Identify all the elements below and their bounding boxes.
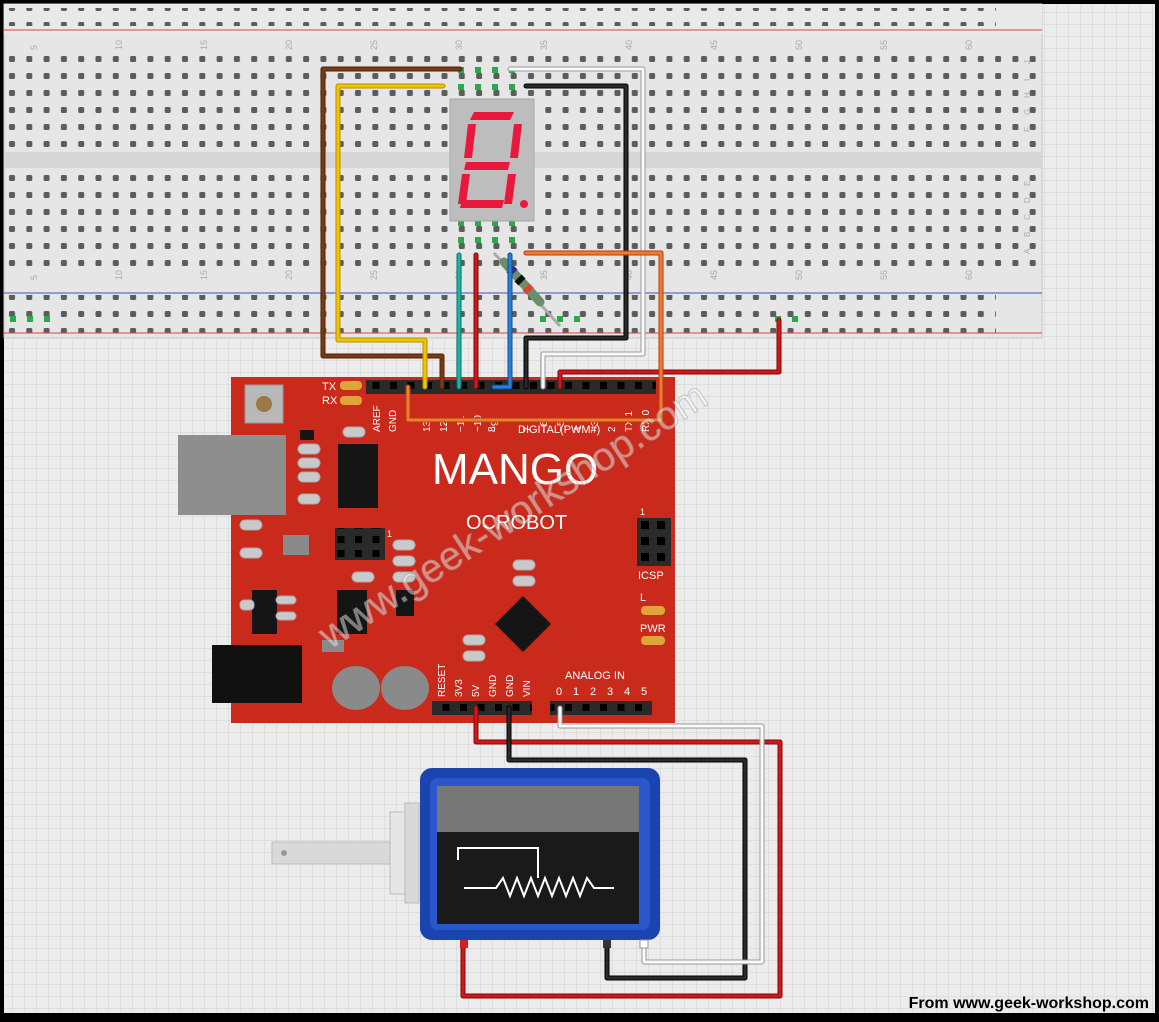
column-number: 60 [964,270,974,280]
column-number: 15 [199,40,209,50]
digital-pin-label: ~10 [473,415,484,432]
column-number: 45 [709,40,719,50]
board-brand: MANGO [432,445,598,494]
column-number: 25 [369,40,379,50]
digital-title: DIGITAL(PWM#) [518,424,600,436]
capacitor [332,666,380,710]
analog-pin-label: 3 [607,686,613,698]
digital-pin-label: 7 [522,426,533,432]
column-number: 10 [114,40,124,50]
row-letter: D [1023,197,1032,203]
digital-pin-label: 2 [607,426,618,432]
row-letter: A [1023,248,1032,254]
power-pin-label: VIN [522,680,533,697]
header-pin1: 1 [387,529,392,539]
power-pin-label: GND [505,675,516,697]
tx-label: TX [322,381,337,393]
analog-pin-label: 1 [573,686,579,698]
analog-pin-label: 4 [624,686,630,698]
led-l-label: L [640,592,646,604]
column-number: 40 [624,40,634,50]
row-letter: E [1023,181,1032,186]
power-pin-label: GND [488,675,499,697]
column-number: 15 [199,270,209,280]
column-number: 20 [284,270,294,280]
rx-label: RX [322,395,338,407]
column-number: 55 [879,40,889,50]
analog-pin-label: 0 [556,686,562,698]
column-number: 30 [454,40,464,50]
potentiometer [271,768,660,949]
digital-pin-label: 12 [439,420,450,432]
column-number: 40 [624,270,634,280]
power-pin-label: RESET [437,664,448,697]
column-number: 25 [369,270,379,280]
arduino-board: TX RX MANGO OCROBOT DIGITAL(PWM#) ANALOG… [178,377,675,723]
footer-credit: From www.geek-workshop.com [908,995,1149,1012]
digital-pin-label: ~11 [456,415,467,432]
board-model: OCROBOT [466,512,567,534]
icsp-pin1: 1 [640,507,645,517]
digital-pin-label: AREF [372,405,383,432]
analog-header [550,701,652,715]
power-pin-label: 5V [471,684,482,697]
usb-connector [178,435,286,515]
digital-pin-label: 8 [487,426,498,432]
column-number: 50 [794,270,804,280]
usb-chip [338,444,378,508]
column-number: 50 [794,40,804,50]
row-letter: I [1023,79,1032,81]
icsp-label: ICSP [638,570,664,582]
column-number: 35 [539,40,549,50]
segments-icon [458,112,528,208]
column-number: 20 [284,40,294,50]
capacitor [381,666,429,710]
analog-pin-label: 2 [590,686,596,698]
column-number: 45 [709,270,719,280]
row-letter: G [1023,109,1032,115]
digital-pin-label: 4 [573,426,584,432]
digital-pin-label: GND [388,410,399,432]
power-pin-label: 3V3 [454,679,465,697]
column-number: 55 [879,270,889,280]
led-pwr-label: PWR [640,623,666,635]
dc-jack [212,645,302,703]
analog-pin-label: 5 [641,686,647,698]
row-letter: B [1023,232,1032,237]
power-header [432,701,532,715]
wires [320,66,783,999]
digital-pin-label: ~6 [539,420,550,432]
digital-pin-label: ~5 [556,420,567,432]
seven-segment-display: 8 [449,98,535,222]
column-number: 10 [114,270,124,280]
microcontroller-chip [495,596,551,652]
pot-shaft[interactable] [271,841,395,865]
column-number: 60 [964,40,974,50]
row-letter: F [1023,127,1032,132]
column-number: 35 [539,270,549,280]
column-number: 5 [29,275,39,280]
digital-pin-label: ~9 [490,420,501,432]
row-letter: C [1023,214,1032,220]
row-letter: H [1023,92,1032,98]
digital-pin-label: ~3 [590,420,601,432]
column-number: 5 [29,45,39,50]
analog-title: ANALOG IN [565,670,625,682]
digital-pin-label: 13 [422,420,433,432]
row-letter: J [1023,60,1032,64]
